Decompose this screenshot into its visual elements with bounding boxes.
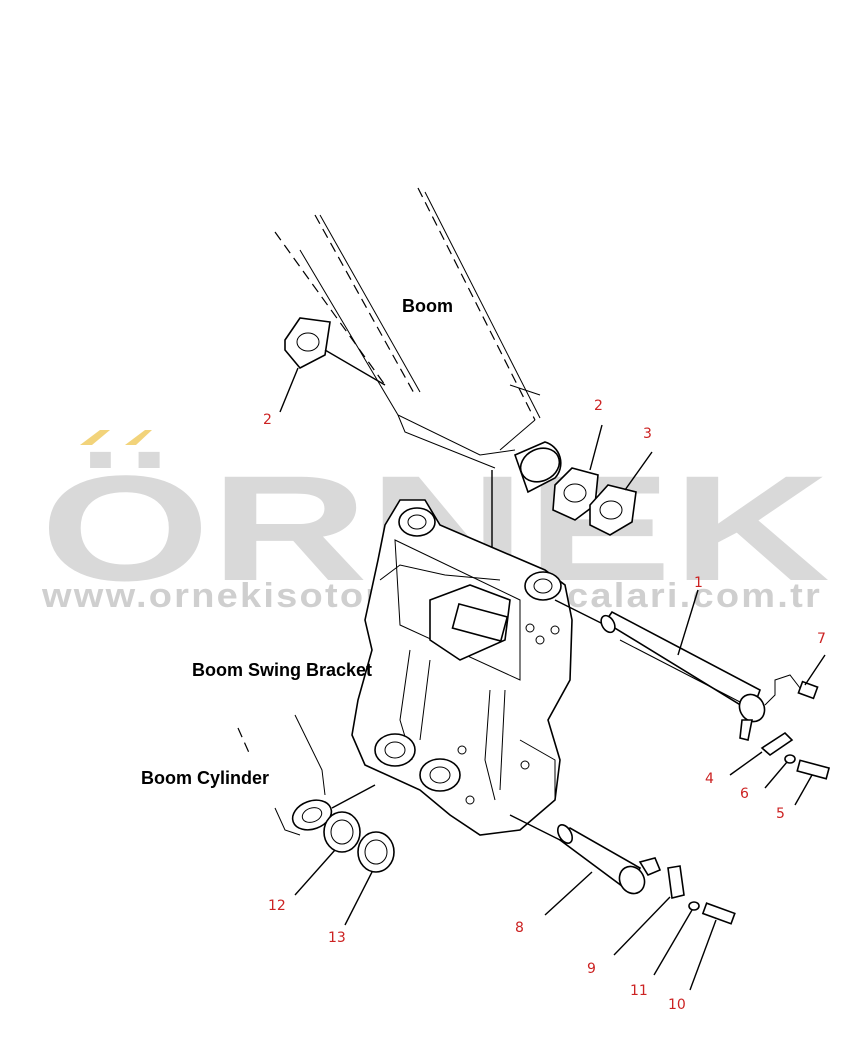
callout-8: 8 — [515, 920, 524, 936]
callout-3: 3 — [643, 426, 652, 442]
washer-11 — [688, 901, 700, 911]
callout-13: 13 — [328, 930, 346, 946]
callout-7: 7 — [817, 631, 826, 647]
shim-left — [284, 317, 386, 386]
callout-1: 1 — [694, 575, 703, 591]
plate-4 — [760, 731, 794, 757]
callout-5: 5 — [776, 806, 785, 822]
callout-11: 11 — [630, 983, 648, 999]
shim-13 — [357, 831, 395, 873]
plate-9 — [667, 865, 685, 899]
callout-6: 6 — [740, 786, 749, 802]
label-boom-cylinder: Boom Cylinder — [141, 768, 269, 788]
watermark-accent-right — [125, 430, 152, 445]
shims-right — [552, 467, 637, 536]
callout-9: 9 — [587, 961, 596, 977]
label-boom: Boom — [402, 296, 453, 316]
label-boom-swing-bracket: Boom Swing Bracket — [192, 660, 372, 680]
boom-cylinder-drawing — [237, 714, 376, 836]
callout-10: 10 — [668, 997, 686, 1013]
callout-2-right: 2 — [594, 398, 603, 414]
bolt-10 — [701, 902, 736, 925]
bolt-5 — [796, 759, 831, 780]
watermark-accent-left — [80, 430, 110, 445]
callout-12: 12 — [268, 898, 286, 914]
boom-drawing — [274, 187, 562, 560]
washer-6 — [784, 754, 796, 764]
callout-2-left: 2 — [263, 412, 272, 428]
pin-1 — [600, 610, 801, 741]
boom-bushing — [519, 447, 561, 483]
callout-4: 4 — [705, 771, 714, 787]
shim-12 — [323, 811, 361, 853]
swing-bracket-drawing — [351, 499, 606, 841]
bolt-7 — [797, 680, 819, 700]
pin-8 — [556, 824, 662, 895]
leader-lines — [279, 367, 826, 991]
